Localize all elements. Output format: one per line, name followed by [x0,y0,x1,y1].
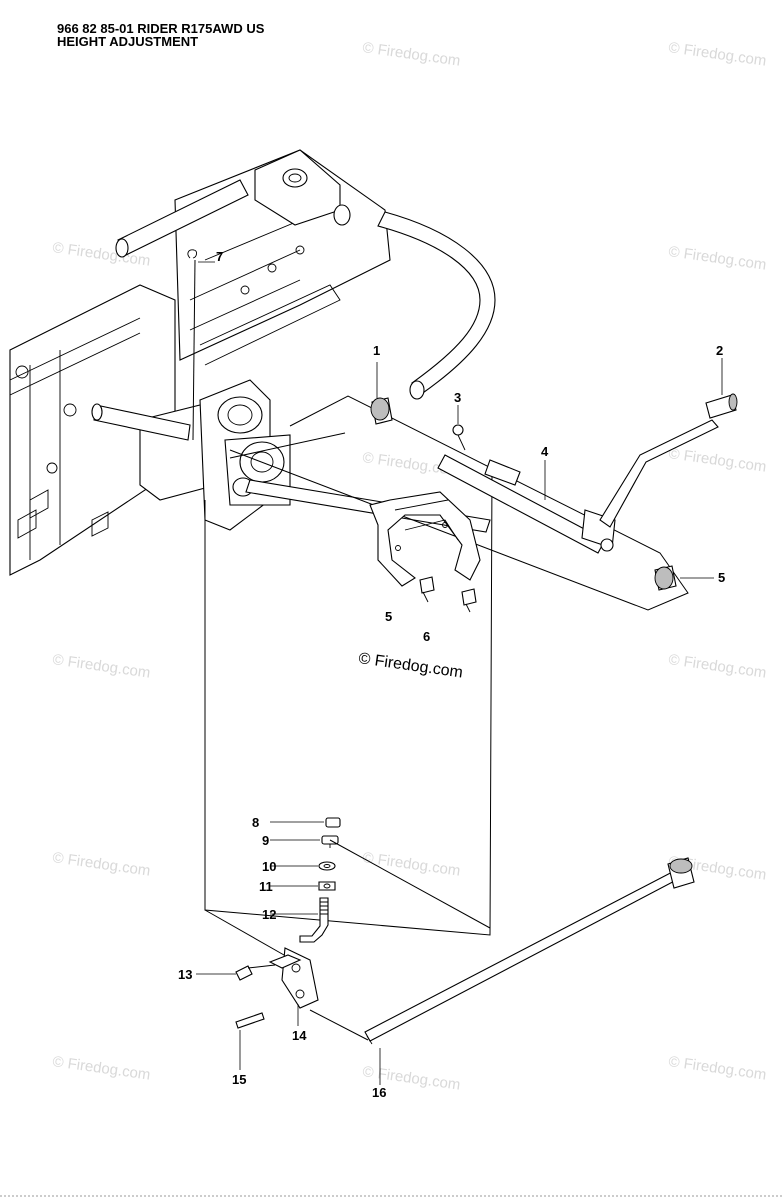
part-15-link-rod [364,857,695,1045]
callout-14: 7 [216,249,223,264]
part-8-bolt [321,835,339,848]
watermark: © Firedog.com [667,243,767,274]
diagram-header-title: 966 82 85-01 RIDER R175AWD US [57,21,265,36]
watermark: © Firedog.com [51,849,151,880]
part-10-nut [325,817,341,828]
lower-reference-lines [204,839,491,1041]
callout-11: 11 [259,879,273,894]
part-16-bolt [235,1012,265,1029]
watermark: © Firedog.com [361,39,461,70]
part-5-bushing-lower [654,565,677,591]
diagram-header-subtitle: HEIGHT ADJUSTMENT [57,34,199,49]
chassis-frame [9,149,496,576]
callout-9: 10 [262,859,276,874]
callout-2: 6 [423,629,430,644]
watermark: © Firedog.com [361,849,461,880]
part-4-handle-grip [705,393,738,419]
assembly-reference-lines [192,259,689,936]
part-3-adjustment-shaft [437,419,719,554]
callout-6: 3 [454,390,461,405]
watermark-layer: © Firedog.com © Firedog.com © Firedog.co… [51,39,767,1094]
callout-7: 12 [262,907,276,922]
part-9-washer [318,861,336,871]
callout-12: 13 [178,967,192,982]
callout-labels: 1 2 3 4 5 5 6 7 8 9 10 11 12 13 14 15 16 [178,249,725,1100]
watermark: © Firedog.com [51,1053,151,1084]
callout-16: 15 [232,1072,246,1087]
watermark: © Firedog.com [667,445,767,476]
callout-10: 8 [252,815,259,830]
watermark: © Firedog.com [667,1053,767,1084]
part-11-nut [318,881,336,891]
part-5-bushing-upper [370,397,393,425]
watermark: © Firedog.com [667,39,767,70]
leader-lines [196,261,723,1085]
main-watermark: © Firedog.com [357,650,463,681]
part-1-cover-plate [369,491,481,587]
callout-4: 2 [716,343,723,358]
callout-1: 5 [385,609,392,624]
part-6-pin [452,424,466,451]
callout-5-upper: 1 [373,343,380,358]
callout-5-lower: 5 [718,570,725,585]
watermark: © Firedog.com [51,651,151,682]
callout-15: 16 [372,1085,386,1100]
part-2-screws [419,576,477,613]
callout-8: 9 [262,833,269,848]
callout-3: 4 [541,444,549,459]
part-13-bracket [268,947,319,1009]
part-7-threaded-rod [299,897,329,943]
callout-13: 14 [292,1028,307,1043]
part-12-bolt [235,965,253,981]
watermark: © Firedog.com [667,651,767,682]
part-14-clip [187,249,197,259]
